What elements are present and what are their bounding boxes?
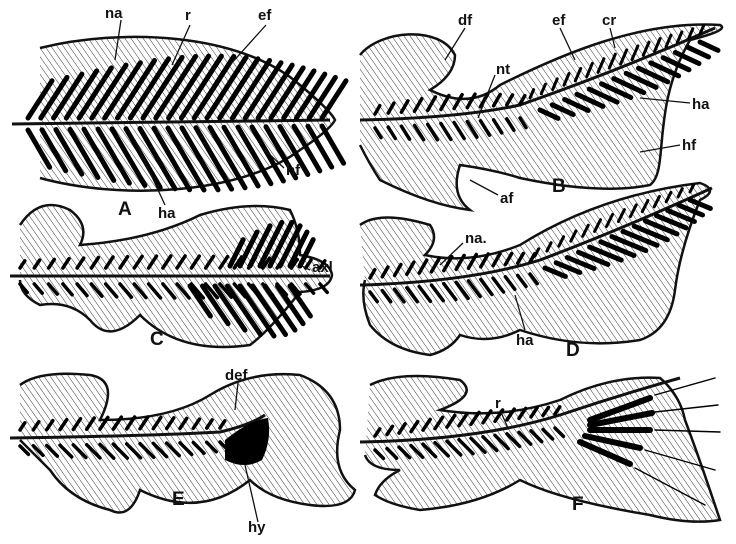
- label-cr: cr: [602, 12, 616, 29]
- panel-d: [360, 183, 712, 355]
- panel-letter-f: F: [572, 494, 584, 515]
- label-na: na.: [465, 230, 487, 247]
- panel-letter-a: A: [118, 199, 132, 220]
- label-na: na: [105, 5, 123, 22]
- label-hf: hf: [682, 137, 697, 154]
- panel-c: [10, 205, 332, 347]
- label-ha: ha: [158, 205, 176, 222]
- panel-letter-d: D: [566, 340, 580, 361]
- label-nt: nt: [496, 61, 510, 78]
- label-hf: hf: [286, 162, 301, 179]
- label-def: def: [225, 367, 249, 384]
- panel-b: [360, 25, 722, 210]
- label-axl: axl: [312, 259, 333, 276]
- panel-letter-b: B: [552, 176, 566, 197]
- panel-f: [360, 376, 720, 522]
- panel-letter-c: C: [150, 329, 164, 350]
- fin-outline: [20, 374, 355, 513]
- fin-outline: [365, 376, 720, 522]
- label-ef: ef: [258, 7, 272, 24]
- label-r: r: [495, 395, 501, 412]
- fin-ray: [700, 42, 718, 50]
- fin-outline: [360, 183, 710, 355]
- label-af: af: [500, 190, 514, 207]
- label-ha: ha: [516, 332, 534, 349]
- label-df: df: [458, 12, 473, 29]
- label-hy: hy: [248, 519, 266, 536]
- label-ha: ha: [692, 96, 710, 113]
- panel-letter-e: E: [172, 489, 185, 510]
- fin-ray: [322, 81, 346, 118]
- fin-ray: [688, 47, 709, 57]
- label-ef: ef: [552, 12, 566, 29]
- label-r: r: [185, 7, 191, 24]
